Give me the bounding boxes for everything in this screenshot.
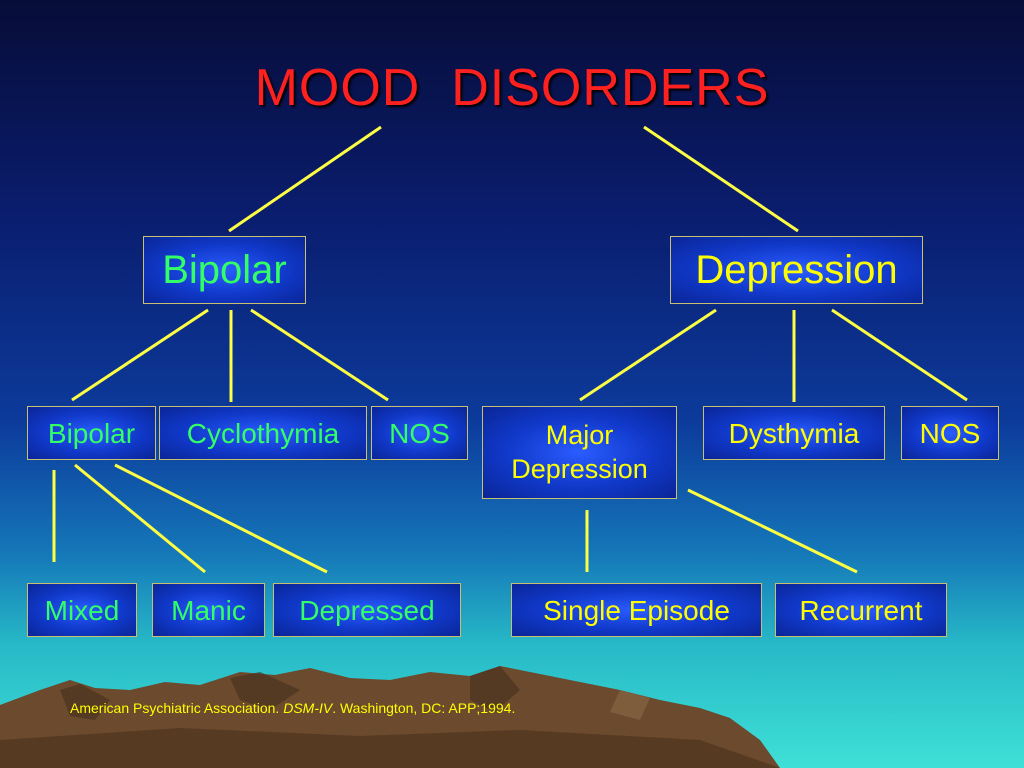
connector-bipolar-manic [74,463,206,574]
connector-title-depression [643,125,799,233]
node-manic: Manic [152,583,265,637]
connector-bipolar-bipolar [71,308,209,402]
node-single-episode-label: Single Episode [543,594,730,626]
node-cyclothymia: Cyclothymia [159,406,367,460]
connector-title-bipolar [228,125,382,233]
node-bipolar-nos-label: NOS [389,417,450,449]
node-manic-label: Manic [171,594,246,626]
node-mixed: Mixed [27,583,137,637]
node-single-episode: Single Episode [511,583,762,637]
node-mixed-label: Mixed [44,594,120,626]
connector-depression-major [579,308,717,402]
citation-suffix: . Washington, DC: APP;1994. [332,700,516,716]
node-depression-label: Depression [695,248,898,292]
node-depressed-label: Depressed [299,594,435,626]
node-bipolar-sub: Bipolar [27,406,156,460]
node-bipolar-label: Bipolar [162,248,287,292]
node-dysthymia: Dysthymia [703,406,885,460]
citation-prefix: American Psychiatric Association. [70,700,284,716]
slide-title: MOOD DISORDERS [254,59,770,117]
node-depression: Depression [670,236,923,304]
citation: American Psychiatric Association. DSM-IV… [70,700,515,716]
node-recurrent: Recurrent [775,583,947,637]
connector-major-recurrent [687,488,858,574]
node-major-depression-line2: Depression [511,453,648,484]
node-major-depression-line1: Major [545,419,614,450]
connector-bipolar-nos [250,308,389,402]
connector-depression-nos [831,308,968,402]
node-major-depression: Major Depression [482,406,677,499]
node-bipolar-nos: NOS [371,406,468,460]
node-cyclothymia-label: Cyclothymia [186,417,340,449]
node-bipolar: Bipolar [143,236,306,304]
node-dysthymia-label: Dysthymia [728,417,860,449]
mountain-landscape [0,666,780,768]
node-depression-nos: NOS [901,406,999,460]
node-depression-nos-label: NOS [919,417,981,449]
node-depressed: Depressed [273,583,461,637]
node-recurrent-label: Recurrent [799,594,923,626]
citation-title: DSM-IV [283,700,333,716]
node-bipolar-sub-label: Bipolar [47,417,136,449]
connector-bipolar-depressed [114,463,328,574]
